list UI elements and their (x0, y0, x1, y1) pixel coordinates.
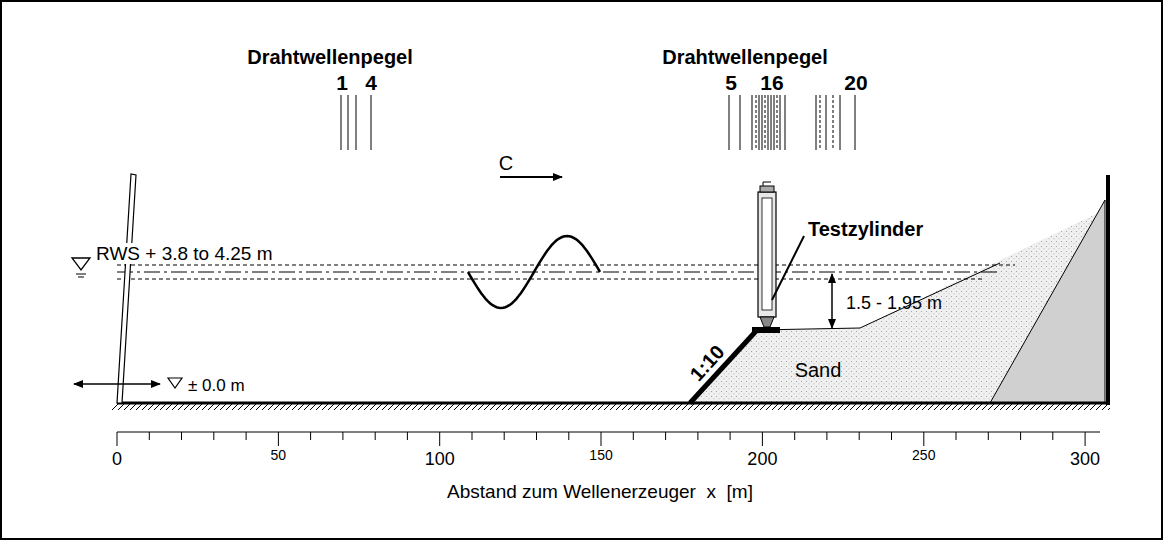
water-level-label: RWS + 3.8 to 4.25 m (94, 243, 275, 264)
gauge-number: 1 (336, 72, 348, 93)
gauge-wire (341, 95, 342, 150)
tick (697, 432, 698, 440)
tick (826, 432, 827, 440)
axis-value: 50 (271, 448, 287, 462)
axis-value: 0 (112, 450, 122, 468)
water-level-mean (117, 272, 1000, 273)
gauge-wire (774, 95, 775, 150)
tick (988, 432, 989, 440)
tick (923, 432, 924, 446)
gauge-heading: Drahtwellenpegel (247, 47, 413, 67)
gauge-wire (356, 95, 357, 150)
end-wall (1106, 175, 1110, 405)
gauge-number: 5 (725, 72, 737, 93)
gauge-wire (833, 95, 834, 150)
leader-line (772, 236, 804, 300)
tick (1085, 432, 1086, 446)
tick (1020, 432, 1021, 440)
tick (730, 432, 731, 440)
gauge-wire (826, 95, 827, 150)
tick (472, 432, 473, 440)
sand-surface (757, 263, 1000, 330)
depth-dimension (831, 274, 833, 328)
water-level-max (117, 265, 1015, 266)
gauge-heading: Drahtwellenpegel (662, 47, 828, 67)
celerity-arrow (500, 176, 562, 178)
gauge-wire (771, 95, 772, 150)
celerity-label: C (499, 153, 513, 173)
wave (468, 236, 600, 308)
tick (117, 432, 118, 446)
gauge-wire (756, 95, 757, 150)
beach-slope (990, 200, 1105, 403)
paddle-motion-arrow (74, 383, 160, 385)
tick (956, 432, 957, 440)
tick (762, 432, 763, 446)
tick (310, 432, 311, 440)
gauge-wire (740, 95, 741, 150)
gauge-wire (765, 95, 766, 150)
tick (407, 432, 408, 440)
axis-value: 150 (589, 448, 612, 462)
tick (891, 432, 892, 440)
tick (149, 432, 150, 440)
water-level-min (117, 279, 985, 280)
floor-hatch (112, 404, 1110, 410)
tick (601, 432, 602, 446)
tick (439, 432, 440, 446)
tick (536, 432, 537, 440)
tick (181, 432, 182, 440)
gauge-wire (855, 95, 856, 150)
wave-paddle (117, 174, 136, 403)
level-symbol (72, 258, 90, 270)
gauge-wire (820, 95, 821, 150)
axis-value: 200 (747, 450, 777, 468)
gauge-number: 4 (365, 72, 377, 93)
gauge-wire (777, 95, 778, 150)
tick (246, 432, 247, 440)
datum-label: ± 0.0 m (186, 376, 247, 395)
tick (1052, 432, 1053, 440)
tick (665, 432, 666, 440)
gauge-wire (780, 95, 781, 150)
axis-ticks (117, 432, 1085, 446)
tick (375, 432, 376, 440)
depth-label: 1.5 - 1.95 m (844, 293, 944, 313)
gauge-wire (348, 95, 349, 150)
datum-symbol (168, 378, 182, 388)
gauge-number: 16 (760, 72, 783, 93)
tick (278, 432, 279, 446)
axis-title: Abstand zum Wellenerzeuger x [m] (447, 482, 753, 501)
gauge-wire (840, 95, 841, 150)
tick (794, 432, 795, 440)
cylinder-base (752, 327, 780, 333)
gauge-wire (762, 95, 763, 150)
axis-value: 250 (912, 448, 935, 462)
tick (504, 432, 505, 440)
tick (342, 432, 343, 440)
axis-value: 100 (425, 450, 455, 468)
wave-gauges (341, 95, 855, 150)
gauge-wire (752, 95, 753, 150)
axis-value: 300 (1070, 450, 1100, 468)
x-axis (117, 432, 1100, 433)
tick (859, 432, 860, 440)
tick (213, 432, 214, 440)
gauge-wire (768, 95, 769, 150)
flume-floor (117, 402, 1110, 405)
gauge-wire (729, 95, 730, 150)
cylinder-label: Testzylinder (806, 218, 925, 240)
gauge-wire (816, 95, 817, 150)
sand-label: Sand (795, 360, 842, 380)
tick (633, 432, 634, 440)
gauge-wire (785, 95, 786, 150)
tick (568, 432, 569, 440)
gauge-wire (371, 95, 372, 150)
gauge-number: 20 (844, 72, 867, 93)
gauge-wire (759, 95, 760, 150)
